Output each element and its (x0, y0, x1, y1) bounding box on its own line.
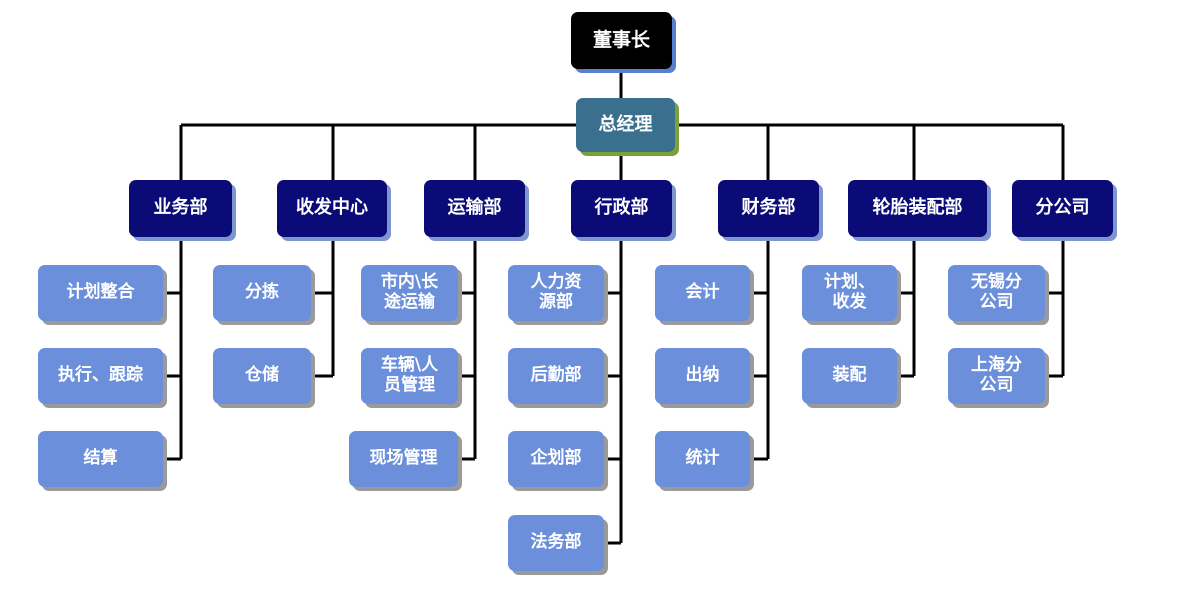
sub-kuaiji: 会计 (655, 265, 750, 321)
sub-xianchang-guanli: 现场管理 (349, 431, 458, 487)
sub-cangchu: 仓储 (213, 348, 311, 404)
dept-fengongsi: 分公司 (1012, 180, 1113, 237)
node-chairman: 董事长 (571, 12, 672, 69)
sub-shinei-changtu: 市内\长 途运输 (361, 265, 458, 321)
sub-fenjian: 分拣 (213, 265, 311, 321)
sub-zhuangpei: 装配 (802, 348, 897, 404)
sub-cheliang-renyuan: 车辆\人 员管理 (361, 348, 458, 404)
sub-houqin: 后勤部 (508, 348, 604, 404)
sub-jihua-zhenghe: 计划整合 (38, 265, 163, 321)
dept-yewu: 业务部 (129, 180, 232, 237)
dept-luntai: 轮胎装配部 (848, 180, 987, 237)
sub-jihua-shoufa: 计划、 收发 (802, 265, 897, 321)
dept-yunshu: 运输部 (424, 180, 525, 237)
sub-qihua: 企划部 (508, 431, 604, 487)
dept-caiwu: 财务部 (718, 180, 819, 237)
node-general-manager: 总经理 (576, 98, 675, 152)
dept-shoufa: 收发中心 (277, 180, 387, 237)
sub-renli-ziyuan: 人力资 源部 (508, 265, 604, 321)
sub-chuna: 出纳 (655, 348, 750, 404)
sub-zhixing-genzong: 执行、跟踪 (38, 348, 163, 404)
dept-xingzheng: 行政部 (571, 180, 672, 237)
sub-wuxi-fengongsi: 无锡分 公司 (948, 265, 1045, 321)
sub-shanghai-fengongsi: 上海分 公司 (948, 348, 1045, 404)
sub-tongji: 统计 (655, 431, 750, 487)
sub-fawu: 法务部 (508, 515, 604, 571)
sub-jiesuan: 结算 (38, 431, 163, 487)
